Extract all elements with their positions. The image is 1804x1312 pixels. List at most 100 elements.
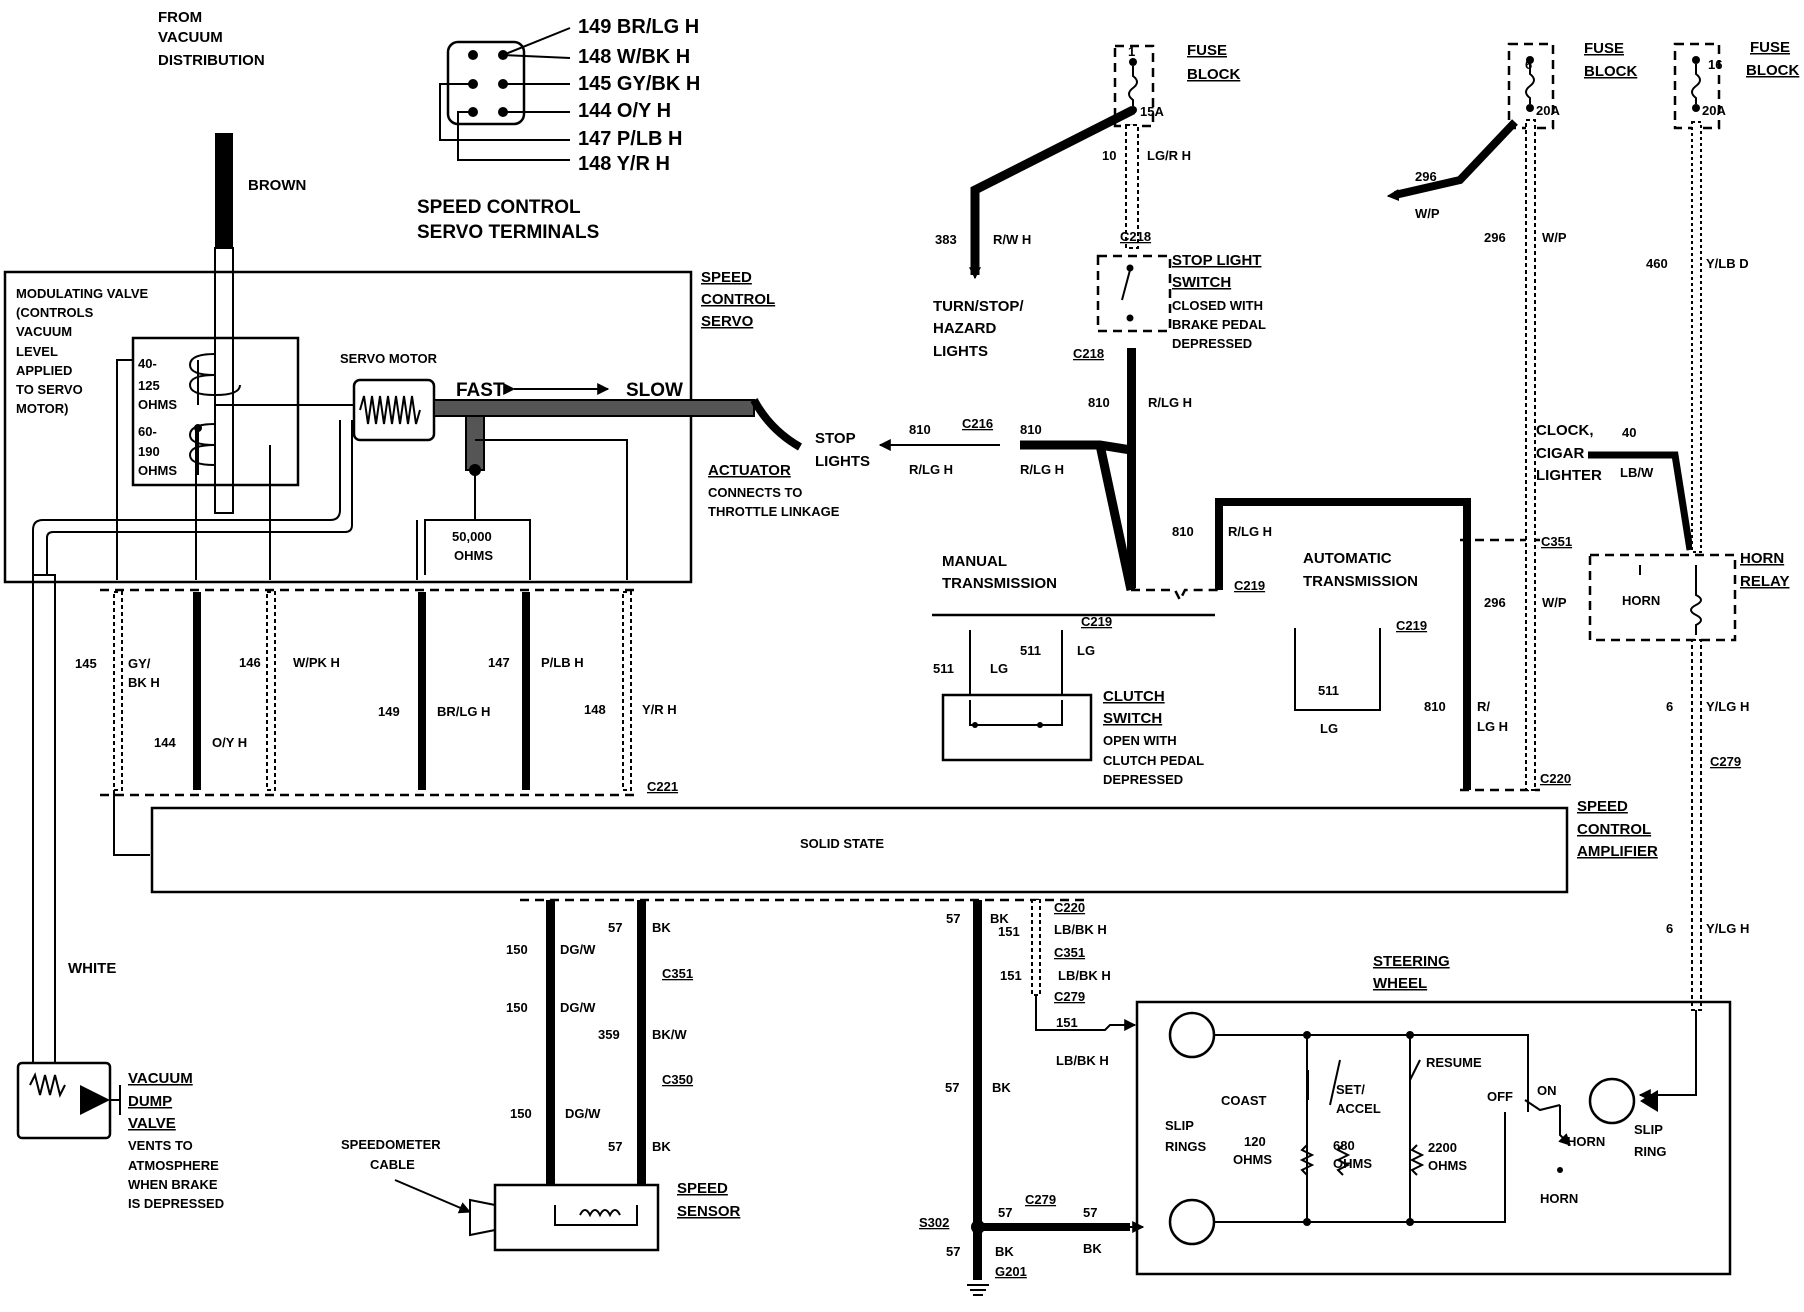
set-accel-label: SET/: [1336, 1082, 1365, 1097]
wire-color: LG: [1077, 643, 1095, 658]
stop-lights-label: LIGHTS: [815, 453, 870, 470]
clutch-switch-label: OPEN WITH: [1103, 733, 1177, 748]
wire-color: LG: [1320, 721, 1338, 736]
text-labels: FROM VACUUM DISTRIBUTION BROWN WHITE 149…: [16, 9, 1799, 1279]
wire-number: 57: [945, 1080, 959, 1095]
resistor-label: OHMS: [1428, 1158, 1467, 1173]
wire-color: W/PK H: [293, 655, 340, 670]
wire-color: LB/BK H: [1058, 968, 1111, 983]
wire-color: Y/R H: [642, 702, 677, 717]
servo-terminal-label: 147 P/LB H: [578, 128, 682, 150]
speed-control-amplifier-label: SPEED: [1577, 798, 1628, 815]
servo-terminals-title: SERVO TERMINALS: [417, 222, 599, 243]
wire-color: LG/R H: [1147, 148, 1191, 163]
speed-control-servo-label: SERVO: [701, 313, 754, 330]
servo-terminals-title: SPEED CONTROL: [417, 197, 581, 218]
wire-number: 359: [598, 1027, 620, 1042]
wire-number: 40: [1622, 425, 1636, 440]
ground-circuit: [967, 899, 1145, 1296]
vacuum-dump-valve-label: WHEN BRAKE: [128, 1177, 218, 1192]
wire-number: 149: [378, 704, 400, 719]
wire-color: Y/LG H: [1706, 921, 1749, 936]
servo-terminal-label: 145 GY/BK H: [578, 73, 700, 95]
from-vacuum-label: DISTRIBUTION: [158, 52, 265, 69]
speed-control-servo-label: SPEED: [701, 269, 752, 286]
coast-label: COAST: [1221, 1093, 1267, 1108]
speed-sensor-label: SENSOR: [677, 1203, 741, 1220]
solid-state-label: SOLID STATE: [800, 836, 884, 851]
wire-color: DG/W: [565, 1106, 601, 1121]
wire-color: R/LG H: [1020, 462, 1064, 477]
wire-color: BK: [1083, 1241, 1102, 1256]
connector-label: C219: [1081, 614, 1112, 629]
modulating-valve-label: (CONTROLS: [16, 305, 94, 320]
vacuum-hose-white: [32, 420, 353, 1064]
wire-number: 57: [608, 1139, 622, 1154]
wire-number: 383: [935, 232, 957, 247]
wire-color: DG/W: [560, 942, 596, 957]
clutch-switch-label: SWITCH: [1103, 710, 1162, 727]
wire-color: R/LG H: [1148, 395, 1192, 410]
servo-terminal-label: 149 BR/LG H: [578, 16, 699, 38]
speed-control-amplifier: [150, 806, 1569, 894]
stop-light-switch-label: CLOSED WITH: [1172, 298, 1263, 313]
wire-number: 150: [506, 1000, 528, 1015]
servo-terminal-label: 148 W/BK H: [578, 46, 690, 68]
wire-number: 810: [1020, 422, 1042, 437]
ohms-50000-label: OHMS: [454, 548, 493, 563]
wire-color: W/P: [1415, 206, 1440, 221]
wire-number: 460: [1646, 256, 1668, 271]
vacuum-dump-valve-label: DUMP: [128, 1093, 172, 1110]
manual-transmission-label: MANUAL: [942, 553, 1007, 570]
steering-wheel-label: WHEEL: [1373, 975, 1427, 992]
resistance-label: OHMS: [138, 397, 177, 412]
wire-number: 10: [1102, 148, 1116, 163]
fuse-block-label: FUSE: [1584, 40, 1624, 57]
actuator-label: ACTUATOR: [708, 462, 791, 479]
connector-label: C351: [1054, 945, 1085, 960]
servo-motor-label: SERVO MOTOR: [340, 351, 438, 366]
fuse-amp: 20A: [1702, 103, 1726, 118]
wire-color: BK: [652, 920, 671, 935]
wire-color: Y/LB D: [1706, 256, 1749, 271]
vacuum-dump-valve-label: VACUUM: [128, 1070, 193, 1087]
servo-terminal-label: 144 O/Y H: [578, 100, 671, 122]
wire-number: 150: [506, 942, 528, 957]
connector-label: C216: [962, 416, 993, 431]
horn-output-label: HORN: [1540, 1191, 1578, 1206]
fuse-number: 16: [1708, 57, 1722, 72]
fuse-block-label: BLOCK: [1746, 62, 1799, 79]
slip-rings-label: SLIP: [1165, 1118, 1194, 1133]
automatic-transmission-label: TRANSMISSION: [1303, 573, 1418, 590]
wire-number: 57: [1083, 1205, 1097, 1220]
wire-number: 151: [1056, 1015, 1078, 1030]
stop-light-switch-label: BRAKE PEDAL: [1172, 317, 1266, 332]
horn-relay-label: HORN: [1740, 550, 1784, 567]
fuse-block-label: FUSE: [1750, 39, 1790, 56]
stop-light-switch-label: SWITCH: [1172, 274, 1231, 291]
turn-stop-hazard-label: LIGHTS: [933, 343, 988, 360]
vacuum-dump-valve-label: IS DEPRESSED: [128, 1196, 224, 1211]
manual-transmission-label: TRANSMISSION: [942, 575, 1057, 592]
speed-control-servo-label: CONTROL: [701, 291, 775, 308]
wire-color: O/Y H: [212, 735, 247, 750]
modulating-valve-label: MODULATING VALVE: [16, 286, 148, 301]
stop-light-switch-label: DEPRESSED: [1172, 336, 1252, 351]
slip-rings-label: RINGS: [1165, 1139, 1207, 1154]
connector-label: C220: [1054, 900, 1085, 915]
modulating-valve-box: [131, 336, 300, 487]
wire-color: Y/LG H: [1706, 699, 1749, 714]
manual-transmission-circuit: [932, 613, 1381, 762]
wire-number: 150: [510, 1106, 532, 1121]
wire-color: DG/W: [560, 1000, 596, 1015]
wire-number: 151: [998, 924, 1020, 939]
wire-number: 296: [1484, 595, 1506, 610]
resistance-label: 190: [138, 444, 160, 459]
turn-stop-hazard-label: HAZARD: [933, 320, 996, 337]
wire-number: 296: [1415, 169, 1437, 184]
servo-internal-wires: [116, 359, 628, 580]
servo-amp-wires: [100, 588, 640, 856]
stop-lights-label: STOP: [815, 430, 856, 447]
wire-color: R/LG H: [1228, 524, 1272, 539]
connector-label: C279: [1054, 989, 1085, 1004]
